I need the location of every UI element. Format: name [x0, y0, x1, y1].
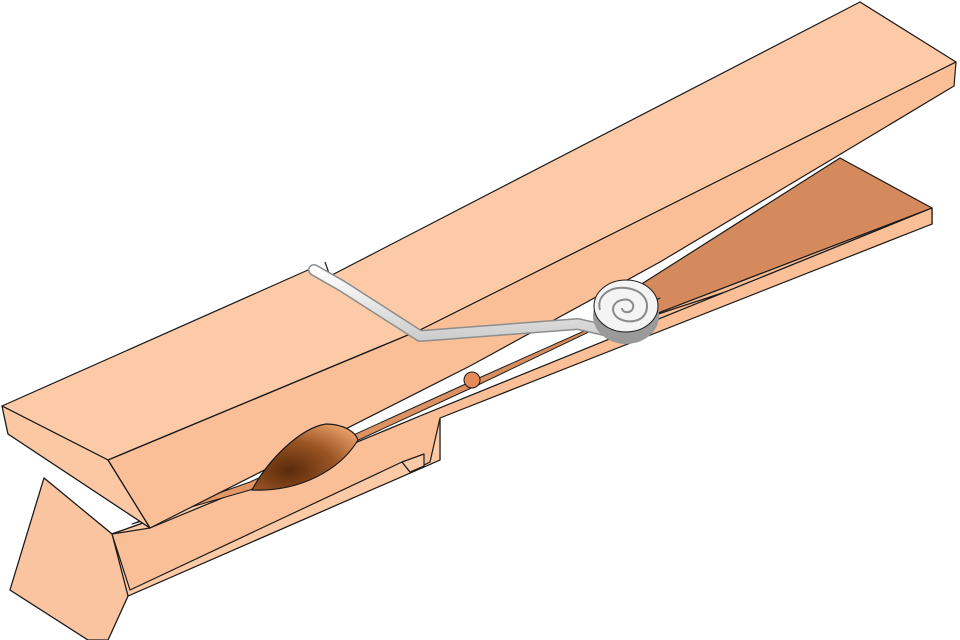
- upper-jaw: [1, 1, 957, 529]
- body-front-face: [111, 207, 933, 591]
- body-notch: [401, 453, 425, 473]
- spring: [308, 264, 659, 344]
- spring-wire: [309, 265, 609, 341]
- upper-jaw-ridge-line: [107, 459, 151, 529]
- spring-coil: [593, 279, 659, 333]
- spring-coil-spiral: [598, 286, 648, 323]
- pivot-hole-cavity: [251, 423, 359, 491]
- upper-jaw-bevel-line: [107, 329, 421, 461]
- spring-notch: [463, 371, 481, 389]
- pivot-hole: [251, 371, 481, 491]
- lower-jaw-tip: [9, 477, 129, 640]
